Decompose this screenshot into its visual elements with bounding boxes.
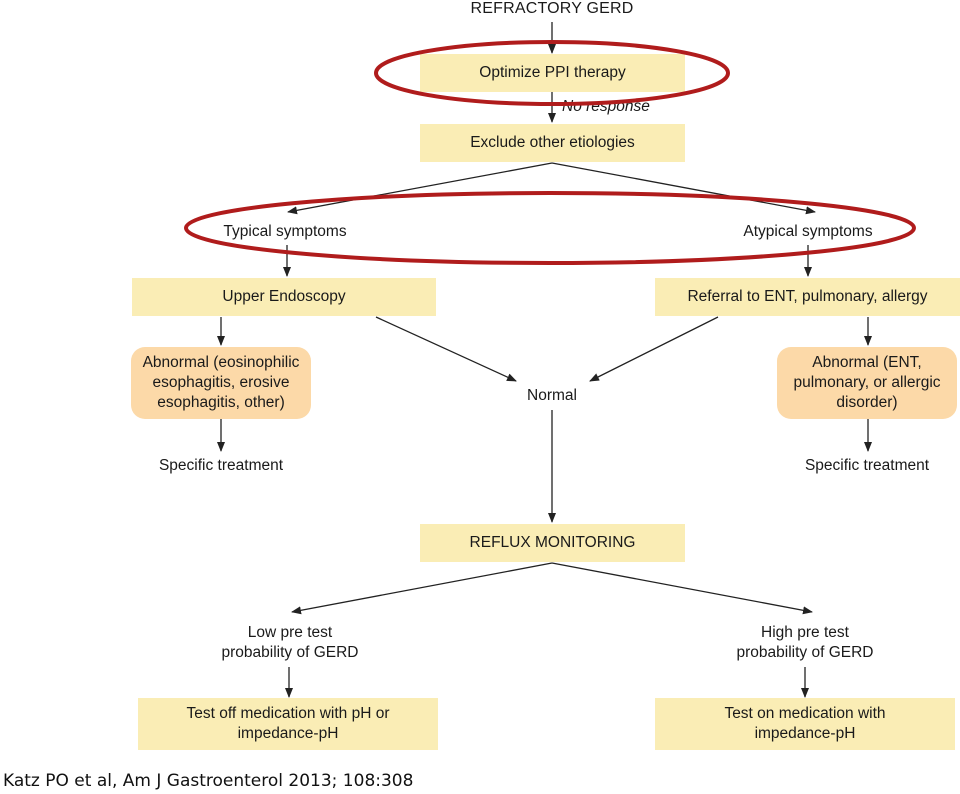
- citation: Katz PO et al, Am J Gastroenterol 2013; …: [3, 771, 414, 791]
- node-refractory-gerd: REFRACTORY GERD: [470, 0, 634, 17]
- node-referral-ent: Referral to ENT, pulmonary, allergy: [655, 278, 960, 316]
- node-test-off-medication: Test off medication with pH or impedance…: [138, 698, 438, 750]
- node-abnormal-ent: Abnormal (ENT, pulmonary, or allergic di…: [777, 347, 957, 419]
- node-low-pretest: Low pre test probability of GERD: [221, 624, 359, 661]
- node-abnormal-eosinophilic: Abnormal (eosinophilic esophagitis, eros…: [131, 347, 311, 419]
- node-exclude-etiologies: Exclude other etiologies: [420, 124, 685, 162]
- node-optimize-ppi: Optimize PPI therapy: [420, 54, 685, 92]
- node-reflux-monitoring: REFLUX MONITORING: [420, 524, 685, 562]
- node-atypical-symptoms: Atypical symptoms: [743, 223, 873, 240]
- node-typical-symptoms: Typical symptoms: [223, 223, 347, 240]
- node-normal: Normal: [527, 387, 577, 404]
- label-no-response: No response: [562, 98, 650, 115]
- arrow-reflux-to-high: [551, 562, 813, 615]
- arrow-exclude-to-atypical: [551, 162, 816, 215]
- arrow-endoscopy-to-normal: [375, 316, 517, 382]
- arrow-reflux-to-low: [291, 562, 553, 615]
- node-test-on-medication: Test on medication with impedance-pH: [655, 698, 955, 750]
- node-upper-endoscopy: Upper Endoscopy: [132, 278, 436, 316]
- node-specific-treatment-right: Specific treatment: [804, 457, 930, 474]
- node-high-pretest: High pre test probability of GERD: [736, 624, 874, 661]
- node-specific-treatment-left: Specific treatment: [158, 457, 284, 474]
- arrow-referral-to-normal: [589, 316, 719, 382]
- arrow-exclude-to-typical: [287, 162, 553, 215]
